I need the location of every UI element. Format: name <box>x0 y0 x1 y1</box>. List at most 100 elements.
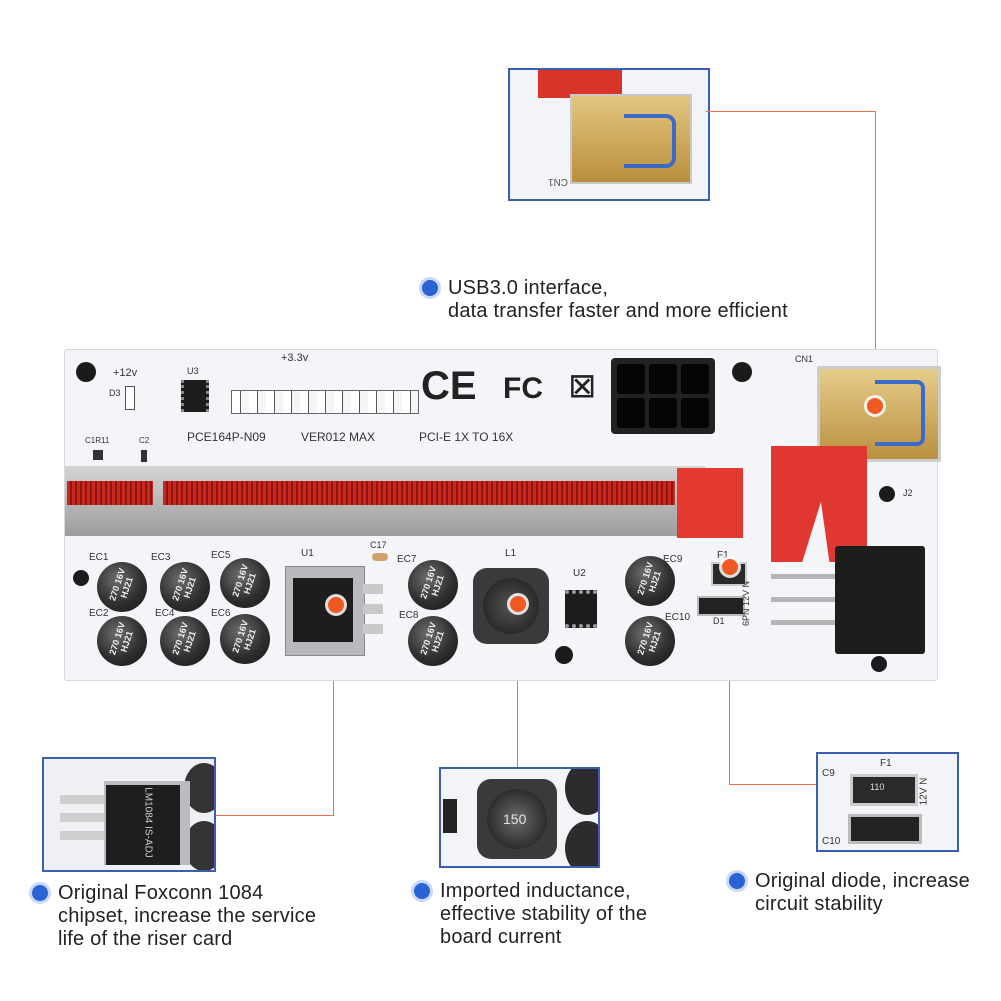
mounting-hole <box>879 486 895 502</box>
u2-chip <box>565 590 597 628</box>
power-label: 6PN 12V N <box>741 580 751 626</box>
capacitor: 270 16V HJ21 <box>160 616 210 666</box>
f1-label: F1 <box>717 550 729 561</box>
cn1-label: CN1 <box>795 354 814 364</box>
diode-inset-fuse-code: 110 <box>870 782 885 792</box>
d1-label: D1 <box>713 616 725 626</box>
c17-label: C17 <box>370 540 387 550</box>
inductor-inset-capacitor <box>565 821 598 866</box>
six-pin-connector <box>611 358 715 434</box>
inductor-inset-core <box>487 789 547 849</box>
cap-ref: EC9 <box>663 554 683 565</box>
bullet-icon <box>422 280 438 296</box>
capacitor: 270 16V HJ21 <box>625 556 675 606</box>
usb-contact-blue <box>624 114 676 168</box>
u3-chip <box>181 380 209 412</box>
capacitor: 270 16V HJ21 <box>408 560 458 610</box>
diode-inset-f1: F1 <box>880 758 892 769</box>
mounting-hole <box>871 656 887 672</box>
inductor-callout: Imported inductance, effective stability… <box>414 880 647 949</box>
usb-port-gold <box>570 94 692 184</box>
usb-callout: USB3.0 interface, data transfer faster a… <box>422 277 788 323</box>
capacitor: 270 16V HJ21 <box>220 614 270 664</box>
chip-callout-line2: chipset, increase the service <box>58 905 317 927</box>
mounting-hole <box>73 570 89 586</box>
chip-inset-marking: LM1084 IS-ADJ <box>142 787 154 858</box>
capacitor: 270 16V HJ21 <box>97 616 147 666</box>
diode-leader-h <box>729 784 817 785</box>
c1r11-label: C1R11 <box>85 436 110 445</box>
inductor-callout-line3: board current <box>440 926 562 948</box>
pcie-latch <box>677 468 743 538</box>
u3-label: U3 <box>187 366 199 376</box>
fc-logo: FC <box>503 372 543 405</box>
mounting-hole <box>555 646 573 664</box>
cap-ref: EC6 <box>211 608 231 619</box>
cap-ref: EC10 <box>665 612 691 623</box>
pcie-slot-long <box>163 481 675 505</box>
diode-inset-c9: C9 <box>822 768 835 779</box>
u1-label: U1 <box>301 548 314 559</box>
inductor-leader-v <box>517 604 518 767</box>
chip-leader-v <box>333 604 334 816</box>
usb-leader-h <box>706 111 876 112</box>
capacitor: 270 16V HJ21 <box>220 558 270 608</box>
bullet-icon <box>729 873 745 889</box>
usb-slot-red <box>538 70 622 98</box>
c2-label: C2 <box>139 436 150 445</box>
weee-bin-icon: ⊠ <box>568 367 597 405</box>
chip-leader-h <box>214 815 334 816</box>
power-connector <box>835 546 925 654</box>
diode-hotspot[interactable] <box>722 559 738 575</box>
led-d3 <box>125 386 135 410</box>
l1-label: L1 <box>505 548 517 559</box>
diode-d1 <box>697 596 745 616</box>
chip-inset-body <box>106 785 180 865</box>
cap-ref: EC3 <box>151 552 171 563</box>
cap-ref: EC1 <box>89 552 109 563</box>
diode-callout-line1: Original diode, increase <box>755 870 970 892</box>
usb-callout-line2: data transfer faster and more efficient <box>448 300 788 322</box>
diode-inset-fuse <box>850 774 918 806</box>
pcie-slot-short <box>67 481 153 505</box>
diode-callout: Original diode, increase circuit stabili… <box>729 870 970 916</box>
capacitor: 270 16V HJ21 <box>97 562 147 612</box>
power-connector-pins <box>771 562 841 632</box>
diode-callout-line2: circuit stability <box>755 893 883 915</box>
usb-leader-v <box>875 111 876 406</box>
capacitor: 270 16V HJ21 <box>160 562 210 612</box>
u1-regulator-body <box>293 578 353 642</box>
inductor-inset-part <box>443 799 457 833</box>
diode-inset-diode <box>848 814 922 844</box>
chip-callout-line3: life of the riser card <box>58 928 233 950</box>
v33-label: +3.3v <box>281 352 309 364</box>
d3-label: D3 <box>109 388 121 398</box>
capacitor: 270 16V HJ21 <box>408 616 458 666</box>
inductor-callout-line1: Imported inductance, <box>440 880 631 902</box>
u2-label: U2 <box>573 568 586 579</box>
cap-ref: EC4 <box>155 608 175 619</box>
led-row <box>231 390 419 414</box>
capacitor: 270 16V HJ21 <box>625 616 675 666</box>
v12-label: +12v <box>113 367 138 379</box>
mounting-hole <box>76 362 96 382</box>
usb-inset-label: CN1 <box>548 176 569 187</box>
chip-inset-image: LM1084 IS-ADJ <box>42 757 216 872</box>
cap-ref: EC2 <box>89 608 109 619</box>
board-model: PCE164P-N09 <box>187 430 266 444</box>
usb-inset-image: CN1 <box>508 68 710 201</box>
chip-hotspot[interactable] <box>328 597 344 613</box>
diode-inset-c10: C10 <box>822 836 841 847</box>
cap-ref: EC5 <box>211 550 231 561</box>
usb-contact-on-board <box>875 380 925 446</box>
cap-ref: EC7 <box>397 554 417 565</box>
inductor-hotspot[interactable] <box>510 596 526 612</box>
ce-logo: CE <box>421 364 477 408</box>
diode-inset-voltage: 12V N <box>918 777 930 806</box>
inductor-inset-image: 150 <box>439 767 600 868</box>
bullet-icon <box>32 885 48 901</box>
bullet-icon <box>414 883 430 899</box>
usb-callout-line1: USB3.0 interface, <box>448 277 609 299</box>
inductor-inset-capacitor <box>565 769 598 815</box>
usb-hotspot[interactable] <box>867 398 883 414</box>
